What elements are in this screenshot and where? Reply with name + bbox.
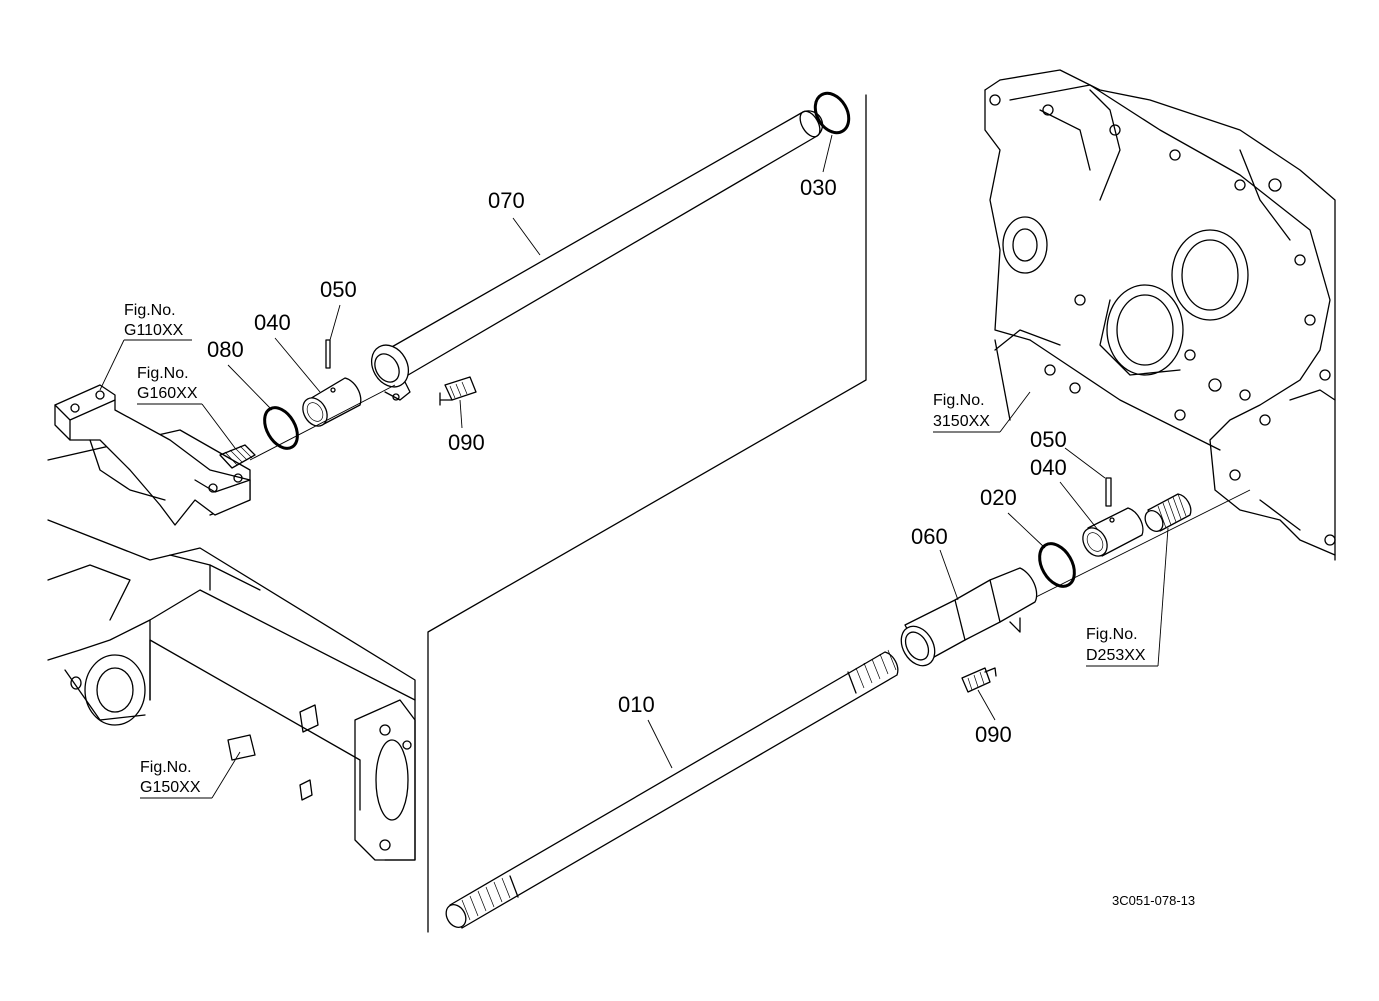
part-number-050-upper: 050 — [320, 277, 357, 302]
part-number-040-upper: 040 — [254, 310, 291, 335]
axis-line-lower — [999, 489, 1251, 616]
figref-g110xx: Fig.No. G110XX — [99, 302, 192, 391]
part-number-080: 080 — [207, 337, 244, 362]
figref-g160xx-label: Fig.No. — [137, 365, 189, 382]
callout-010: 010 — [618, 692, 673, 769]
spline-sleeve — [1144, 493, 1192, 532]
callout-060: 060 — [911, 524, 959, 601]
callout-050-upper: 050 — [320, 277, 357, 341]
callout-040-upper: 040 — [254, 310, 321, 393]
figref-g110xx-label: Fig.No. — [124, 302, 176, 319]
o-ring-020 — [1038, 542, 1076, 588]
callout-040-lower: 040 — [1030, 455, 1099, 531]
figref-3150xx: Fig.No. 3150XX — [933, 391, 1031, 433]
sleeve-040-upper — [302, 377, 362, 427]
drawing-id: 3C051-078-13 — [1112, 893, 1195, 908]
figref-g150xx: Fig.No. G150XX — [140, 751, 241, 799]
grease-fitting-090-lower — [961, 667, 997, 693]
part-number-020: 020 — [980, 485, 1017, 510]
figref-d253xx: Fig.No. D253XX — [1086, 527, 1169, 667]
part-number-050-lower: 050 — [1030, 427, 1067, 452]
callout-020: 020 — [980, 485, 1046, 549]
o-ring-080 — [263, 406, 299, 450]
figref-d253xx-code: D253XX — [1086, 647, 1146, 664]
part-number-010: 010 — [618, 692, 655, 717]
pipe-070 — [370, 110, 824, 401]
figref-3150xx-code: 3150XX — [933, 413, 990, 430]
sleeve-040-lower — [1082, 507, 1144, 557]
pin-050-upper — [325, 339, 331, 369]
part-number-070: 070 — [488, 188, 525, 213]
part-number-090-lower: 090 — [975, 722, 1012, 747]
callout-090-upper: 090 — [448, 399, 485, 455]
o-ring-030 — [813, 91, 851, 135]
subassembly-frame — [427, 94, 867, 933]
callout-090-lower: 090 — [975, 689, 1012, 747]
part-number-030: 030 — [800, 175, 837, 200]
part-number-040-lower: 040 — [1030, 455, 1067, 480]
callout-070: 070 — [488, 188, 541, 256]
figref-g110xx-code: G110XX — [124, 322, 184, 339]
left-bracket — [54, 384, 256, 526]
transmission-case — [984, 69, 1336, 561]
shaft-010 — [445, 649, 899, 929]
part-number-090-upper: 090 — [448, 430, 485, 455]
callout-050-lower: 050 — [1030, 427, 1106, 479]
figref-g160xx-code: G160XX — [137, 385, 198, 402]
callout-080: 080 — [207, 337, 273, 411]
part-number-060: 060 — [911, 524, 948, 549]
callout-030: 030 — [800, 134, 837, 200]
axis-line-upper — [249, 384, 396, 461]
grease-fitting-090-upper — [439, 376, 477, 406]
figref-g150xx-label: Fig.No. — [140, 759, 192, 776]
figref-g150xx-code: G150XX — [140, 779, 201, 796]
figref-3150xx-label: Fig.No. — [933, 392, 985, 409]
figref-d253xx-label: Fig.No. — [1086, 626, 1138, 643]
pin-050-lower — [1105, 477, 1112, 507]
pipe-060 — [900, 567, 1038, 667]
figref-g160xx: Fig.No. G160XX — [137, 365, 236, 449]
